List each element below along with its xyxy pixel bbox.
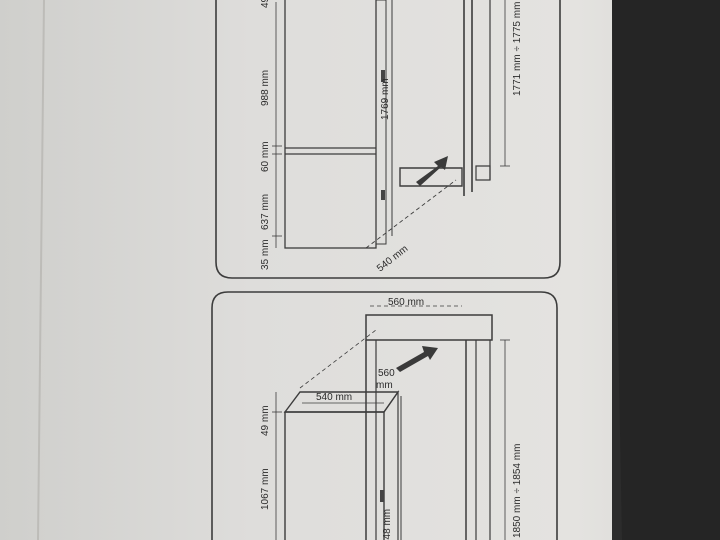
niche-floor	[399, 167, 463, 187]
fridge-top-side	[375, 0, 387, 245]
depth560-dim	[299, 329, 377, 389]
dark-edge-shadow	[612, 0, 720, 540]
label-h35: 35 mm	[260, 239, 271, 270]
label-h848: 848 mm	[382, 509, 393, 540]
insert-arrow-bottom	[396, 346, 438, 372]
hinge-lower	[381, 190, 385, 200]
label-h49-top: 49	[260, 0, 271, 8]
label-w540: 540 mm	[316, 392, 352, 403]
label-h637: 637 mm	[260, 194, 271, 230]
label-h49-bottom: 49 mm	[260, 405, 271, 436]
label-w560: 560 mm	[388, 297, 424, 308]
label-niche-height-bottom: 1850 mm ÷ 1854 mm	[512, 444, 523, 538]
depth-dim-line	[365, 179, 457, 249]
label-h1067: 1067 mm	[260, 468, 271, 510]
paper-fold	[37, 0, 45, 540]
fridge-bottom-body	[284, 411, 385, 540]
hinge-upper	[381, 70, 385, 82]
top-frame	[215, 0, 561, 279]
label-h988: 988 mm	[260, 70, 271, 106]
label-h60: 60 mm	[260, 141, 271, 172]
niche-top-face	[365, 314, 493, 341]
label-d560: mm	[376, 380, 393, 391]
label-niche-height-top: 1771 mm ÷ 1775 mm	[512, 2, 523, 96]
label-h1769: 1769 mm	[380, 78, 391, 120]
fridge-bottom-side	[383, 390, 399, 540]
bottom-frame	[211, 291, 558, 540]
label-d560-line1: 560	[378, 368, 395, 379]
niche-foot	[475, 165, 491, 181]
insert-arrow-top	[416, 156, 448, 186]
diagram-bottom: 560 mm 560 mm 540 mm 49 mm 1067 mm 848 m…	[211, 291, 558, 540]
hinge-bottom	[380, 490, 384, 502]
